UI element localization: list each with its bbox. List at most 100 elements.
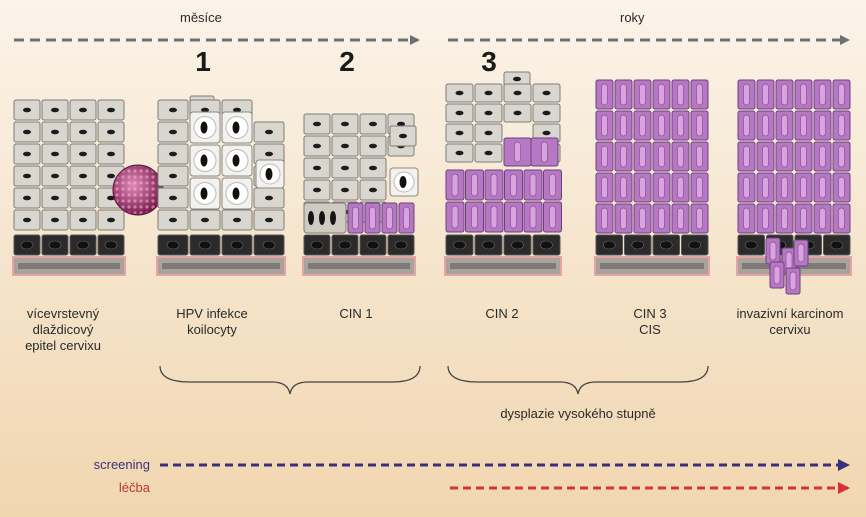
cell-nucleus [366, 240, 380, 250]
cell-nucleus [781, 176, 788, 199]
cell-nucleus [677, 207, 684, 230]
cell-nucleus [658, 114, 665, 137]
cell-nucleus [51, 195, 59, 201]
cell-nucleus [631, 240, 645, 250]
cell-nucleus [169, 217, 177, 223]
low-grade-brace [159, 365, 421, 395]
cell-nucleus [107, 217, 115, 223]
cell-nucleus [48, 240, 62, 250]
treatment-label: léčba [118, 480, 150, 495]
cell-nucleus [51, 107, 59, 113]
cell-nucleus [313, 187, 321, 193]
cell-nucleus [659, 240, 673, 250]
cell-nucleus [23, 151, 31, 157]
cell-nucleus [369, 206, 376, 230]
cell-nucleus [79, 129, 87, 135]
cell-nucleus [482, 240, 495, 250]
cell-nucleus [490, 173, 498, 197]
cell-nucleus [743, 207, 750, 230]
step-number-3: 3 [481, 46, 497, 77]
cell-nucleus [265, 168, 273, 180]
stage-label-cin1: CIN 1 [339, 306, 373, 321]
cell-nucleus [352, 206, 359, 230]
cell-nucleus [800, 114, 807, 137]
cell-nucleus [781, 114, 788, 137]
cell-nucleus [696, 207, 703, 230]
cell-nucleus [838, 114, 845, 137]
cell-nucleus [369, 187, 377, 193]
cell-nucleus [529, 173, 537, 197]
cell-nucleus [549, 173, 556, 197]
cell-nucleus [107, 195, 115, 201]
membrane-core [450, 263, 556, 269]
cell-nucleus [601, 145, 608, 168]
cell-nucleus [773, 265, 781, 285]
cell-nucleus [51, 217, 59, 223]
cell-nucleus [800, 207, 807, 230]
cell-nucleus [200, 187, 208, 200]
cell-nucleus [639, 83, 646, 106]
cell-nucleus [762, 83, 769, 106]
screening-label: screening [93, 457, 150, 472]
cell-nucleus [455, 90, 464, 96]
cell-nucleus [510, 205, 517, 229]
cell-nucleus [762, 145, 769, 168]
cell-nucleus [769, 241, 777, 261]
cell-nucleus [201, 107, 209, 113]
cell-nucleus [601, 83, 608, 106]
high-grade-dysplasia-label: dysplazie vysokého stupně [500, 406, 656, 421]
cell-nucleus [484, 130, 493, 136]
cell-nucleus [838, 207, 845, 230]
cell-nucleus [169, 151, 177, 157]
cell-nucleus [819, 145, 826, 168]
cell-nucleus [313, 121, 321, 127]
cell-nucleus [620, 207, 627, 230]
cell-nucleus [744, 240, 758, 250]
stage-cin2 [444, 71, 562, 276]
membrane-core [308, 263, 410, 269]
cell-nucleus [658, 83, 665, 106]
cell-nucleus [330, 211, 336, 225]
cell-nucleus [403, 206, 410, 230]
cell-nucleus [602, 240, 616, 250]
virus-capsomeres [114, 166, 162, 214]
cell-nucleus [639, 207, 646, 230]
cell-nucleus [397, 121, 405, 127]
cell-nucleus [696, 176, 703, 199]
cell-nucleus [743, 114, 750, 137]
cell-nucleus [830, 240, 844, 250]
cell-nucleus [200, 121, 208, 134]
membrane-core [600, 263, 704, 269]
cell-nucleus [51, 173, 59, 179]
cell-nucleus [513, 76, 521, 82]
cell-nucleus [639, 114, 646, 137]
cell-nucleus [308, 211, 314, 225]
cell-nucleus [369, 165, 377, 171]
cell-nucleus [484, 90, 493, 96]
cell-nucleus [310, 240, 324, 250]
cell-nucleus [79, 195, 87, 201]
cell-nucleus [514, 141, 521, 163]
cell-nucleus [232, 121, 240, 134]
years-label: roky [620, 10, 645, 25]
cell-nucleus [232, 154, 240, 167]
stage-cin1 [302, 113, 419, 276]
cell-nucleus [743, 176, 750, 199]
cell-nucleus [455, 150, 464, 156]
cell-nucleus [20, 240, 34, 250]
cell-nucleus [781, 83, 788, 106]
cell-nucleus [549, 205, 556, 229]
cell-nucleus [696, 114, 703, 137]
cell-nucleus [265, 217, 273, 223]
cell-nucleus [819, 114, 826, 137]
step-number-1: 1 [195, 46, 211, 77]
cell-nucleus [620, 83, 627, 106]
cell-nucleus [169, 173, 177, 179]
cell-nucleus [451, 205, 459, 229]
cell-nucleus [658, 145, 665, 168]
